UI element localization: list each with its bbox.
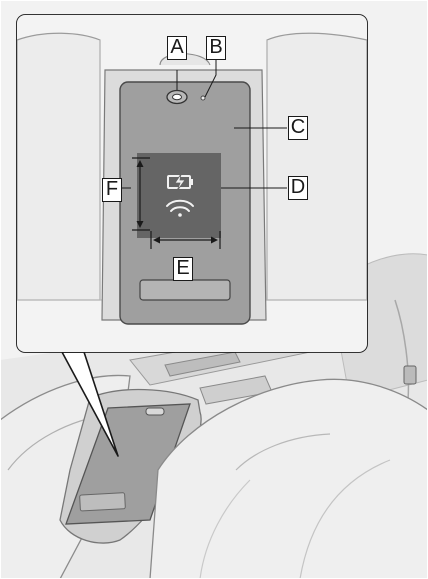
- charging-area: [137, 153, 221, 238]
- right-seat-back: [267, 33, 367, 300]
- tray-pull-tab[interactable]: [140, 280, 230, 300]
- callout-label-a: A: [167, 36, 187, 60]
- callout-label-c: C: [288, 116, 308, 140]
- callout-label-e: E: [173, 257, 193, 281]
- callout-label-f: F: [102, 178, 122, 202]
- charger-power-switch[interactable]: [167, 91, 187, 104]
- left-seat-back: [17, 33, 100, 300]
- callout-label-d: D: [288, 176, 308, 200]
- callout-label-b: B: [206, 36, 226, 60]
- inset-magnified-view: [17, 15, 367, 352]
- operation-indicator-light: [201, 96, 205, 100]
